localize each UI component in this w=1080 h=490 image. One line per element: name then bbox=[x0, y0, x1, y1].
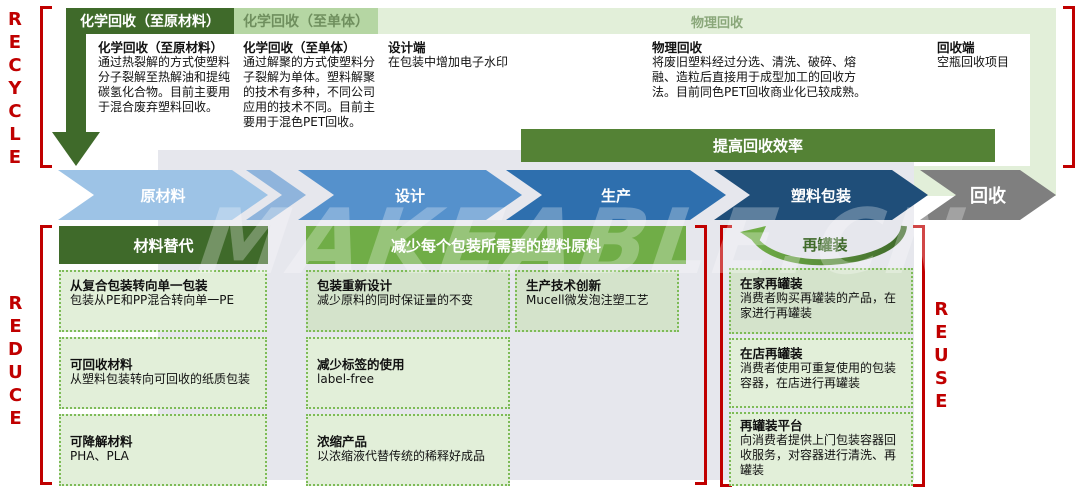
col-title: 物理回收 bbox=[652, 40, 703, 55]
down-arrow-icon bbox=[52, 34, 100, 166]
stage-design: 设计 bbox=[298, 170, 522, 220]
card-body: 从塑料包装转向可回收的纸质包装 bbox=[70, 372, 251, 386]
stage-label: 塑料包装 bbox=[790, 186, 851, 205]
efficiency-banner: 提高回收效率 bbox=[521, 129, 995, 162]
card-body: 包装从PE和PP混合转向单一PE bbox=[70, 293, 235, 307]
card-mono-packaging: 从复合包装转向单一包装 包装从PE和PP混合转向单一PE bbox=[59, 270, 267, 332]
reuse-side-label: R E U S E bbox=[934, 298, 949, 413]
card-refill-in-store: 在店再罐装 消费者使用可重复使用的包装容器，在店进行再罐装 bbox=[729, 338, 913, 408]
refill-header: 再罐装 bbox=[770, 234, 880, 255]
letter: R bbox=[8, 293, 23, 314]
letter: C bbox=[8, 55, 22, 76]
card-title: 在家再罐装 bbox=[740, 276, 803, 291]
col-body: 将废旧塑料经过分选、清洗、破碎、熔融、造粒后直接用于成型加工的回收方法。目前同色… bbox=[652, 55, 867, 99]
letter: U bbox=[8, 362, 23, 383]
letter: E bbox=[935, 391, 948, 412]
card-recyclable-material: 可回收材料 从塑料包装转向可回收的纸质包装 bbox=[59, 337, 267, 409]
card-body: 消费者购买再罐装的产品，在家进行再罐装 bbox=[740, 291, 897, 320]
card-title: 从复合包装转向单一包装 bbox=[70, 278, 208, 293]
letter: E bbox=[8, 32, 22, 53]
card-body: 向消费者提供上门包装容器回收服务，对容器进行清洗、再罐装 bbox=[740, 433, 897, 477]
letter: S bbox=[934, 368, 948, 389]
stage-raw-material: 原材料 bbox=[58, 170, 268, 220]
col-body: 通过热裂解的方式使塑料分子裂解至热解油和提纯碳氢化合物。目前主要用于混合废弃塑料… bbox=[98, 55, 231, 114]
material-substitution-header: 材料替代 bbox=[59, 226, 268, 264]
card-body: label-free bbox=[317, 372, 375, 386]
col-body: 通过解聚的方式使塑料分子裂解为单体。塑料解聚的技术有多种，不同公司应用的技术不同… bbox=[243, 55, 376, 129]
letter: E bbox=[935, 322, 948, 343]
letter: L bbox=[9, 124, 21, 145]
strip-physical: 物理回收 bbox=[378, 8, 1056, 34]
header-label: 减少每个包装所需要的塑料原料 bbox=[390, 236, 601, 255]
card-title: 包装重新设计 bbox=[317, 278, 393, 293]
card-body: 以浓缩液代替传统的稀释好成品 bbox=[317, 449, 486, 463]
card-refill-at-home: 在家再罐装 消费者购买再罐装的产品，在家进行再罐装 bbox=[729, 268, 913, 334]
card-refill-platform: 再罐装平台 向消费者提供上门包装容器回收服务，对容器进行清洗、再罐装 bbox=[729, 412, 913, 486]
card-body: PHA、PLA bbox=[70, 449, 129, 463]
strip-label: 化学回收（至单体） bbox=[243, 14, 369, 30]
less-plastic-header: 减少每个包装所需要的塑料原料 bbox=[306, 226, 686, 264]
strip-chemical-monomer: 化学回收（至单体） bbox=[234, 8, 378, 34]
refill-cycle-arrow-icon bbox=[740, 225, 907, 266]
recycle-col-physical: 物理回收 将废旧塑料经过分选、清洗、破碎、熔融、造粒后直接用于成型加工的回收方法… bbox=[652, 40, 878, 100]
recycle-col-chemical-raw: 化学回收（至原材料） 通过热裂解的方式使塑料分子裂解至热解油和提纯碳氢化合物。目… bbox=[98, 40, 234, 115]
stage-label: 回收 bbox=[970, 186, 1006, 207]
letter: C bbox=[8, 101, 22, 122]
card-title: 可降解材料 bbox=[70, 434, 133, 449]
header-label: 材料替代 bbox=[133, 236, 194, 255]
reduce-right-bracket bbox=[695, 225, 707, 485]
card-title: 减少标签的使用 bbox=[317, 357, 405, 372]
col-title: 化学回收（至单体） bbox=[243, 40, 356, 55]
card-body: 减少原料的同时保证量的不变 bbox=[317, 293, 474, 307]
recycle-side-label: R E C Y C L E bbox=[8, 8, 22, 169]
col-title: 化学回收（至原材料） bbox=[98, 40, 224, 55]
card-title: 浓缩产品 bbox=[317, 434, 368, 449]
letter: E bbox=[8, 147, 22, 168]
letter: C bbox=[8, 385, 23, 406]
card-title: 再罐装平台 bbox=[740, 418, 803, 433]
reuse-right-bracket bbox=[913, 225, 925, 487]
card-reduce-labels: 减少标签的使用 label-free bbox=[306, 337, 510, 409]
reuse-left-bracket bbox=[720, 225, 732, 487]
card-title: 生产技术创新 bbox=[526, 278, 602, 293]
card-concentrated-products: 浓缩产品 以浓缩液代替传统的稀释好成品 bbox=[306, 414, 510, 486]
col-body: 空瓶回收项目 bbox=[937, 55, 1010, 69]
header-label: 再罐装 bbox=[802, 236, 848, 254]
card-degradable-material: 可降解材料 PHA、PLA bbox=[59, 414, 267, 486]
letter: U bbox=[934, 345, 949, 366]
stage-label: 生产 bbox=[600, 186, 631, 205]
stage-label: 设计 bbox=[394, 186, 425, 205]
col-title: 设计端 bbox=[388, 40, 426, 55]
card-package-redesign: 包装重新设计 减少原料的同时保证量的不变 bbox=[306, 270, 510, 332]
stage-label: 原材料 bbox=[140, 186, 186, 205]
recycle-right-bracket bbox=[1063, 6, 1075, 168]
recycle-col-collection: 回收端 空瓶回收项目 bbox=[937, 40, 1027, 70]
col-title: 回收端 bbox=[937, 40, 975, 55]
card-title: 可回收材料 bbox=[70, 357, 133, 372]
card-body: 消费者使用可重复使用的包装容器，在店进行再罐装 bbox=[740, 361, 897, 390]
strip-label: 化学回收（至原材料） bbox=[80, 14, 220, 30]
card-body: Mucell微发泡注塑工艺 bbox=[526, 293, 649, 307]
letter: Y bbox=[8, 78, 22, 99]
stage-production: 生产 bbox=[506, 170, 726, 220]
reduce-left-bracket bbox=[40, 225, 52, 485]
letter: D bbox=[8, 339, 23, 360]
letter: E bbox=[9, 316, 22, 337]
recycle-left-bracket bbox=[40, 6, 52, 168]
recycle-col-design: 设计端 在包装中增加电子水印 bbox=[388, 40, 588, 70]
card-production-innovation: 生产技术创新 Mucell微发泡注塑工艺 bbox=[515, 270, 679, 332]
strip-label: 物理回收 bbox=[690, 15, 743, 31]
card-title: 在店再罐装 bbox=[740, 346, 803, 361]
letter: R bbox=[8, 9, 22, 30]
letter: R bbox=[934, 299, 949, 320]
letter: E bbox=[9, 408, 22, 429]
recycle-col-chemical-monomer: 化学回收（至单体） 通过解聚的方式使塑料分子裂解为单体。塑料解聚的技术有多种，不… bbox=[243, 40, 381, 130]
strip-chemical-raw: 化学回收（至原材料） bbox=[66, 8, 234, 34]
banner-label: 提高回收效率 bbox=[712, 137, 803, 155]
reduce-side-label: R E D U C E bbox=[8, 292, 23, 430]
col-body: 在包装中增加电子水印 bbox=[388, 55, 509, 69]
